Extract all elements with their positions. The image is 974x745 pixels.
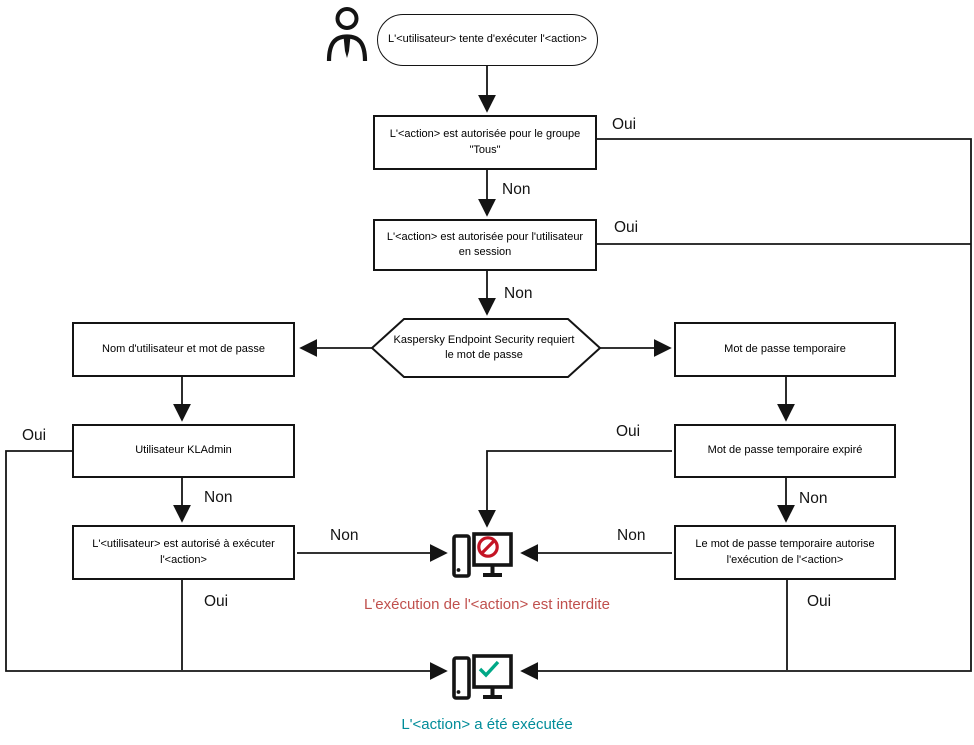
flow-node-temp-expired: Mot de passe temporaire expiré [674,424,896,478]
flow-node-password-prompt: Kaspersky Endpoint Security requiert le … [393,333,575,361]
flow-node-user-authorized: L'<utilisateur> est autorisé à exécuter … [72,525,295,580]
flow-node-temp-password: Mot de passe temporaire [674,322,896,377]
flow-node-group-check: L'<action> est autorisée pour le groupe … [373,115,597,170]
edge-label-yes-kladmin: Oui [22,427,47,444]
flow-node-credentials: Nom d'utilisateur et mot de passe [72,322,295,377]
edge-label-yes-session: Oui [614,219,639,236]
computer-blocked-icon [452,532,513,578]
edge-label-no-expired: Non [799,490,828,507]
outcome-forbidden-text: L'exécution de l'<action> est interdite [364,596,610,613]
outcome-executed-text: L'<action> a été exécutée [401,716,573,733]
flow-node-temp-authorizes: Le mot de passe temporaire autorise l'ex… [674,525,896,580]
edge-label-no-group: Non [502,181,531,198]
flow-node-kladmin: Utilisateur KLAdmin [72,424,295,478]
edge-label-no-authorized: Non [330,527,359,544]
flow-node-start: L'<utilisateur> tente d'exécuter l'<acti… [377,14,598,66]
person-icon [326,7,368,62]
edge-label-yes-temp: Oui [807,593,832,610]
edge-label-no-session: Non [504,285,533,302]
edge-label-no-kladmin: Non [204,489,233,506]
computer-success-icon [452,654,513,700]
edge-label-yes-group: Oui [612,116,637,133]
flow-node-session-check: L'<action> est autorisée pour l'utilisat… [373,219,597,271]
edge-label-yes-authorized: Oui [204,593,229,610]
edge-label-no-temp: Non [617,527,646,544]
edge-label-yes-expired: Oui [616,423,641,440]
